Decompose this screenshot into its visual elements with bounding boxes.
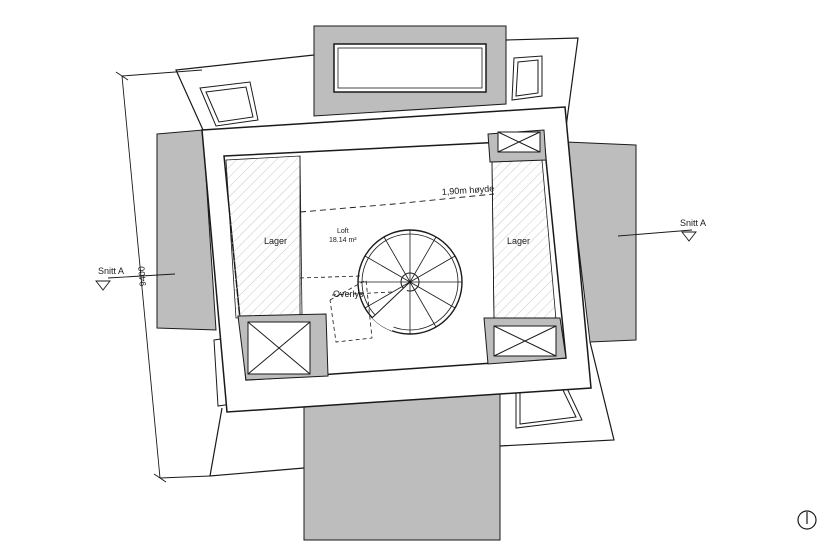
section-marker-left-label: Snitt A <box>98 266 124 276</box>
roof-plane-bottom <box>303 391 501 541</box>
room-label-loft-area: 18.14 m² <box>329 237 357 244</box>
skylight-dashed <box>329 279 373 343</box>
room-label-lager-left: Lager <box>264 236 287 246</box>
north-arrow-icon <box>797 510 817 530</box>
roof-windows <box>199 55 583 429</box>
spiral-staircase <box>357 229 463 335</box>
height-line <box>299 193 495 213</box>
dimension-line <box>115 69 211 483</box>
roof-plane-right <box>565 141 637 343</box>
corner-shafts <box>237 129 567 381</box>
skylight-top <box>333 43 487 93</box>
room-label-lager-right: Lager <box>507 236 530 246</box>
height-label: 1,90m høyde <box>441 183 494 197</box>
room-label-loft: Loft <box>337 228 349 235</box>
section-marker-left <box>95 273 176 291</box>
roof-plane-left <box>156 129 217 331</box>
skylight-label: Overlys <box>333 289 364 299</box>
section-marker-right-label: Snitt A <box>680 218 706 228</box>
section-marker-right <box>617 229 697 242</box>
